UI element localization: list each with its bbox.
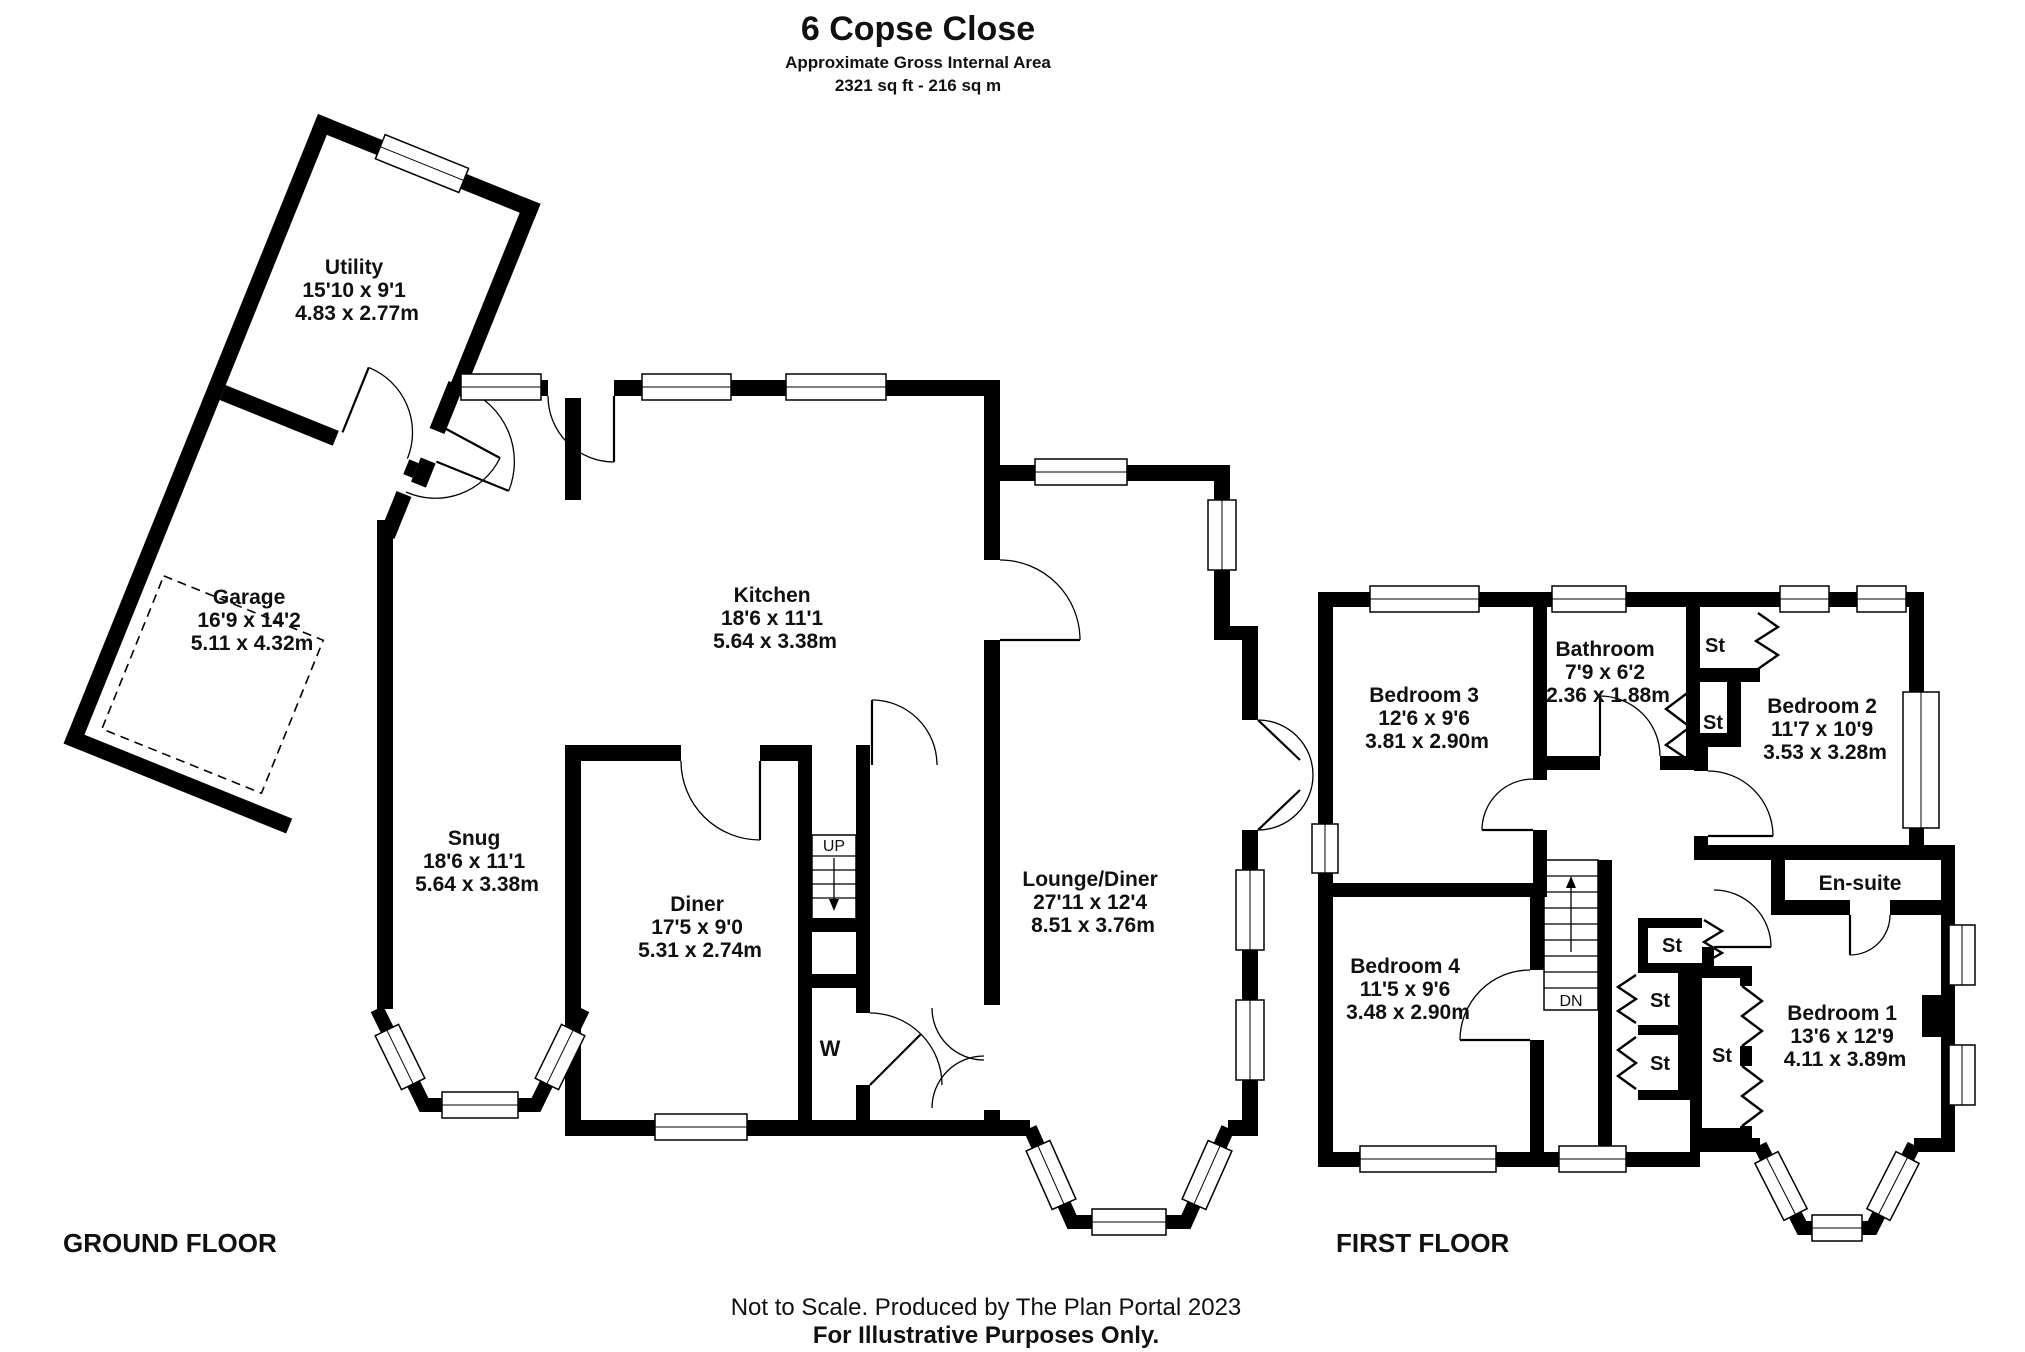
stairs-down: DN — [1543, 859, 1599, 1011]
wardrobe-label: W — [820, 1036, 841, 1061]
ground-floor-plan: UP W Utility 15'10 x 9'1 4.83 x 2.77m Ga… — [63, 113, 1314, 1236]
footer: Not to Scale. Produced by The Plan Porta… — [731, 1294, 1242, 1349]
storage-closet: St — [1690, 966, 1764, 1152]
ensuite-door — [1848, 914, 1891, 956]
window — [1856, 585, 1907, 613]
room-label-bedroom4: Bedroom 4 11'5 x 9'6 3.48 x 2.90m — [1346, 955, 1470, 1024]
first-floor-title: FIRST FLOOR — [1336, 1228, 1510, 1258]
diner-door — [680, 760, 762, 841]
room-label-garage: Garage 16'9 x 14'2 5.11 x 4.32m — [191, 586, 314, 655]
kitchen-lounge-door — [980, 559, 1081, 642]
window — [534, 1023, 586, 1091]
utility-internal-door — [332, 366, 414, 477]
window — [1034, 458, 1128, 486]
room-label-ensuite: En-suite — [1819, 872, 1902, 895]
hall-cupboard-door — [869, 1012, 943, 1086]
window — [460, 373, 542, 401]
page-title: 6 Copse Close — [801, 10, 1035, 48]
kitchen-top-door — [547, 376, 616, 463]
storage-label: St — [1662, 935, 1682, 957]
window — [1025, 1139, 1077, 1211]
bedroom3-door — [1481, 778, 1534, 832]
ground-floor-title: GROUND FLOOR — [63, 1228, 277, 1258]
room-label-utility: Utility 15'10 x 9'1 4.83 x 2.77m — [295, 256, 419, 325]
lounge-french-doors — [1238, 719, 1314, 831]
room-label-bathroom: Bathroom 7'9 x 6'2 2.36 x 1.88m — [1546, 638, 1670, 707]
window — [641, 373, 732, 401]
storage-closet: St — [1663, 690, 1723, 762]
stairs-up-label: UP — [823, 838, 845, 855]
bedroom4-door — [1459, 969, 1531, 1042]
bedroom2-door — [1707, 770, 1774, 838]
storage-label: St — [1703, 712, 1723, 734]
footer-disclaimer: Not to Scale. Produced by The Plan Porta… — [731, 1294, 1242, 1321]
hall-lounge-double-doors — [931, 1005, 1004, 1110]
stairs-down-label: DN — [1559, 993, 1582, 1010]
room-label-snug: Snug 18'6 x 11'1 5.64 x 3.38m — [415, 827, 539, 896]
window — [1779, 585, 1830, 613]
window — [1902, 691, 1940, 829]
window — [1359, 1145, 1497, 1173]
room-label-diner: Diner 17'5 x 9'0 5.31 x 2.74m — [638, 893, 762, 962]
bedroom1-door — [1713, 889, 1772, 949]
window — [374, 133, 470, 194]
window — [1948, 924, 1976, 986]
window — [1181, 1139, 1233, 1211]
window — [1558, 1145, 1627, 1173]
window — [441, 1091, 519, 1119]
header: 6 Copse Close Approximate Gross Internal… — [785, 10, 1051, 95]
garage-parking-outline — [100, 574, 325, 795]
utility-garage-block — [63, 113, 541, 834]
stairs-up: UP — [811, 834, 857, 924]
window — [654, 1113, 748, 1141]
window — [1207, 499, 1237, 571]
window — [1811, 1214, 1863, 1242]
window — [1369, 585, 1480, 613]
page-area: 2321 sq ft - 216 sq m — [835, 76, 1001, 95]
stair-arrow-icon — [1566, 876, 1576, 888]
window — [374, 1023, 426, 1091]
bathroom-door — [1598, 695, 1661, 772]
stair-arrow-icon — [829, 899, 839, 911]
storage-label: St — [1712, 1045, 1732, 1067]
storage-label: St — [1650, 990, 1670, 1012]
storage-closet: St — [1615, 1035, 1690, 1100]
window — [1551, 585, 1627, 613]
storage-label: St — [1705, 635, 1725, 657]
footer-illustrative: For Illustrative Purposes Only. — [813, 1322, 1159, 1349]
storage-closet: St — [1705, 612, 1781, 670]
page-subtitle: Approximate Gross Internal Area — [785, 53, 1051, 72]
walls — [377, 380, 1258, 1136]
window — [1865, 1150, 1921, 1222]
window — [1235, 999, 1265, 1081]
first-floor-plan: St St St St St — [1311, 585, 1976, 1242]
window — [1753, 1150, 1809, 1222]
room-label-kitchen: Kitchen 18'6 x 11'1 5.64 x 3.38m — [713, 584, 837, 653]
storage-label: St — [1650, 1053, 1670, 1075]
window — [1311, 823, 1339, 874]
storage-closet: St — [1638, 918, 1725, 973]
room-label-bedroom3: Bedroom 3 12'6 x 9'6 3.81 x 2.90m — [1365, 684, 1489, 753]
window — [1235, 869, 1265, 951]
window — [1948, 1044, 1976, 1106]
kitchen-hall-door — [870, 699, 938, 766]
room-label-bedroom1: Bedroom 1 13'6 x 12'9 4.11 x 3.89m — [1784, 1002, 1907, 1071]
storage-closet: St — [1615, 973, 1690, 1035]
window — [1091, 1208, 1167, 1236]
window — [785, 373, 887, 401]
room-label-bedroom2: Bedroom 2 11'7 x 10'9 3.53 x 3.28m — [1763, 695, 1887, 764]
room-label-lounge-diner: Lounge/Diner 27'11 x 12'4 8.51 x 3.76m — [1022, 868, 1163, 937]
walls — [63, 113, 541, 834]
